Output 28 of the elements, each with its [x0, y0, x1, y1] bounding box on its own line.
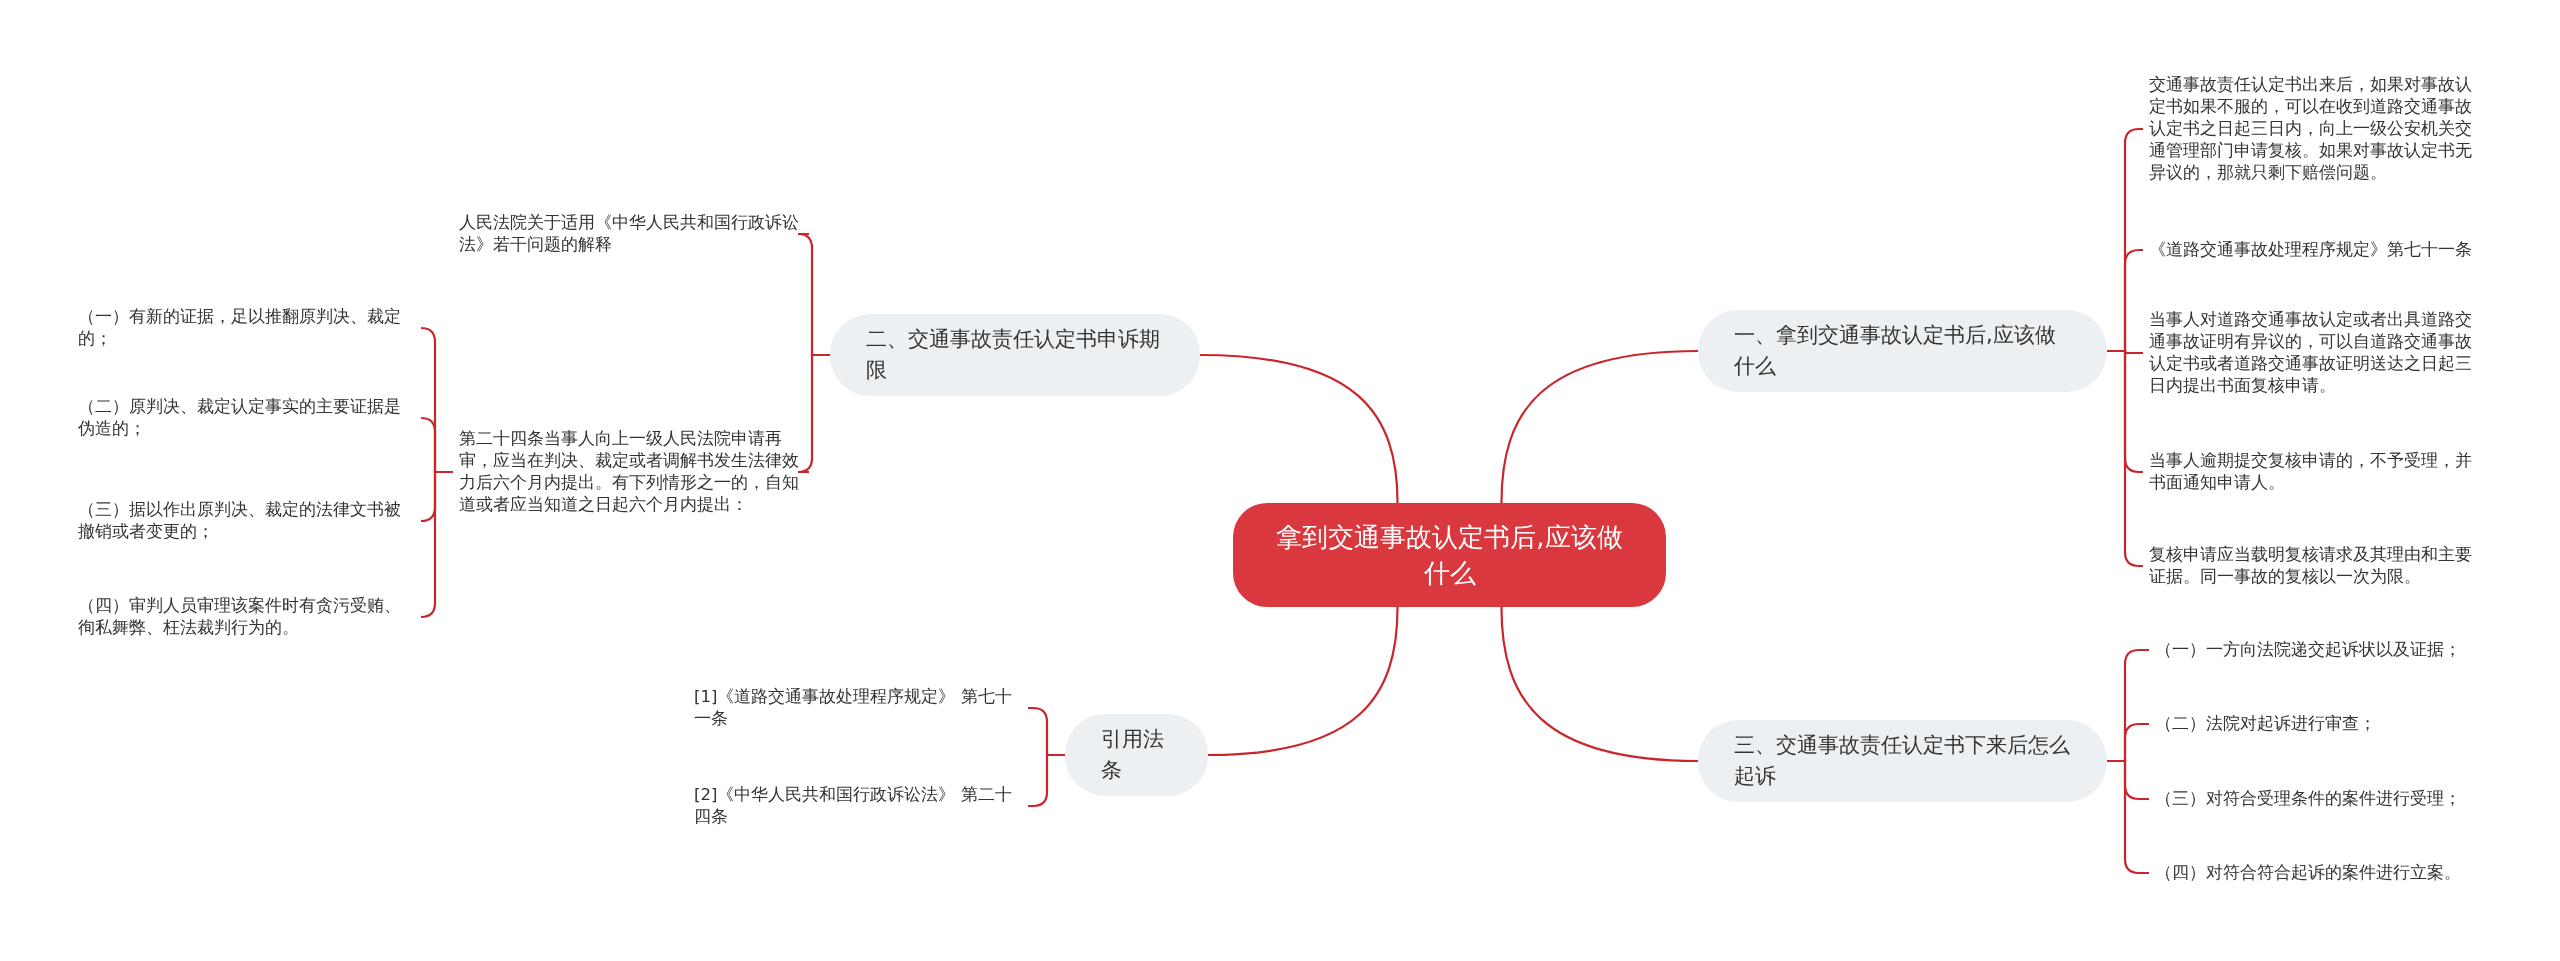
connector-line [1500, 349, 1699, 504]
topic-text: （四）审判人员审理该案件时有贪污受贿、徇私舞弊、枉法裁判行为的。 [72, 595, 422, 639]
topic-box: 二、交通事故责任认定书申诉期限 [830, 314, 1200, 396]
connector-line [1199, 353, 1399, 504]
topic-text: 人民法院关于适用《中华人民共和国行政诉讼法》若干问题的解释 [453, 212, 809, 256]
connector-line [1028, 753, 1065, 808]
topic-text: （二）原判决、裁定认定事实的主要证据是伪造的； [72, 396, 422, 440]
connector-line [1207, 606, 1399, 757]
topic-text: 第二十四条当事人向上一级人民法院申请再审，应当在判决、裁定或者调解书发生法律效力后六个月内提出。有下列情形之一的，自知道或者应当知道之日起六个月内提出： [453, 428, 809, 516]
topic-text: （二）法院对起诉进行审查； [2149, 713, 2494, 735]
topic-text: 当事人逾期提交复核申请的，不予受理，并书面通知申请人。 [2143, 450, 2493, 494]
topic-text: （三）据以作出原判决、裁定的法律文书被撤销或者变更的； [72, 499, 422, 543]
topic-box: 三、交通事故责任认定书下来后怎么起诉 [1698, 720, 2107, 802]
topic-text: 复核申请应当载明复核请求及其理由和主要证据。同一事故的复核以一次为限。 [2143, 544, 2493, 588]
topic-box: 一、拿到交通事故认定书后,应该做什么 [1698, 310, 2107, 392]
topic-box: 引用法条 [1065, 714, 1208, 796]
topic-text: [1]《道路交通事故处理程序规定》 第七十一条 [688, 686, 1028, 730]
topic-text: [2]《中华人民共和国行政诉讼法》 第二十四条 [688, 784, 1028, 828]
topic-text: 《道路交通事故处理程序规定》第七十一条 [2143, 239, 2493, 261]
connector-line [1500, 606, 1699, 763]
topic-text: （三）对符合受理条件的案件进行受理； [2149, 788, 2494, 810]
topic-text: （一）一方向法院递交起诉状以及证据； [2149, 639, 2494, 661]
topic-text: 交通事故责任认定书出来后，如果对事故认定书如果不服的，可以在收到道路交通事故认定书之日起三日内，向上一级公安机关交通管理部门申请复核。如果对事故认定书无异议的，那就只剩下赔偿问题。 [2143, 74, 2493, 184]
topic-text: （四）对符合符合起诉的案件进行立案。 [2149, 862, 2494, 884]
central-topic-box: 拿到交通事故认定书后,应该做什么 [1233, 503, 1666, 607]
topic-text: （一）有新的证据，足以推翻原判决、裁定的； [72, 306, 422, 350]
connector-line [419, 470, 453, 619]
topic-text: 当事人对道路交通事故认定或者出具道路交通事故证明有异议的，可以自道路交通事故认定书或者道路交通事故证明送达之日起三日内提出书面复核申请。 [2143, 309, 2493, 397]
